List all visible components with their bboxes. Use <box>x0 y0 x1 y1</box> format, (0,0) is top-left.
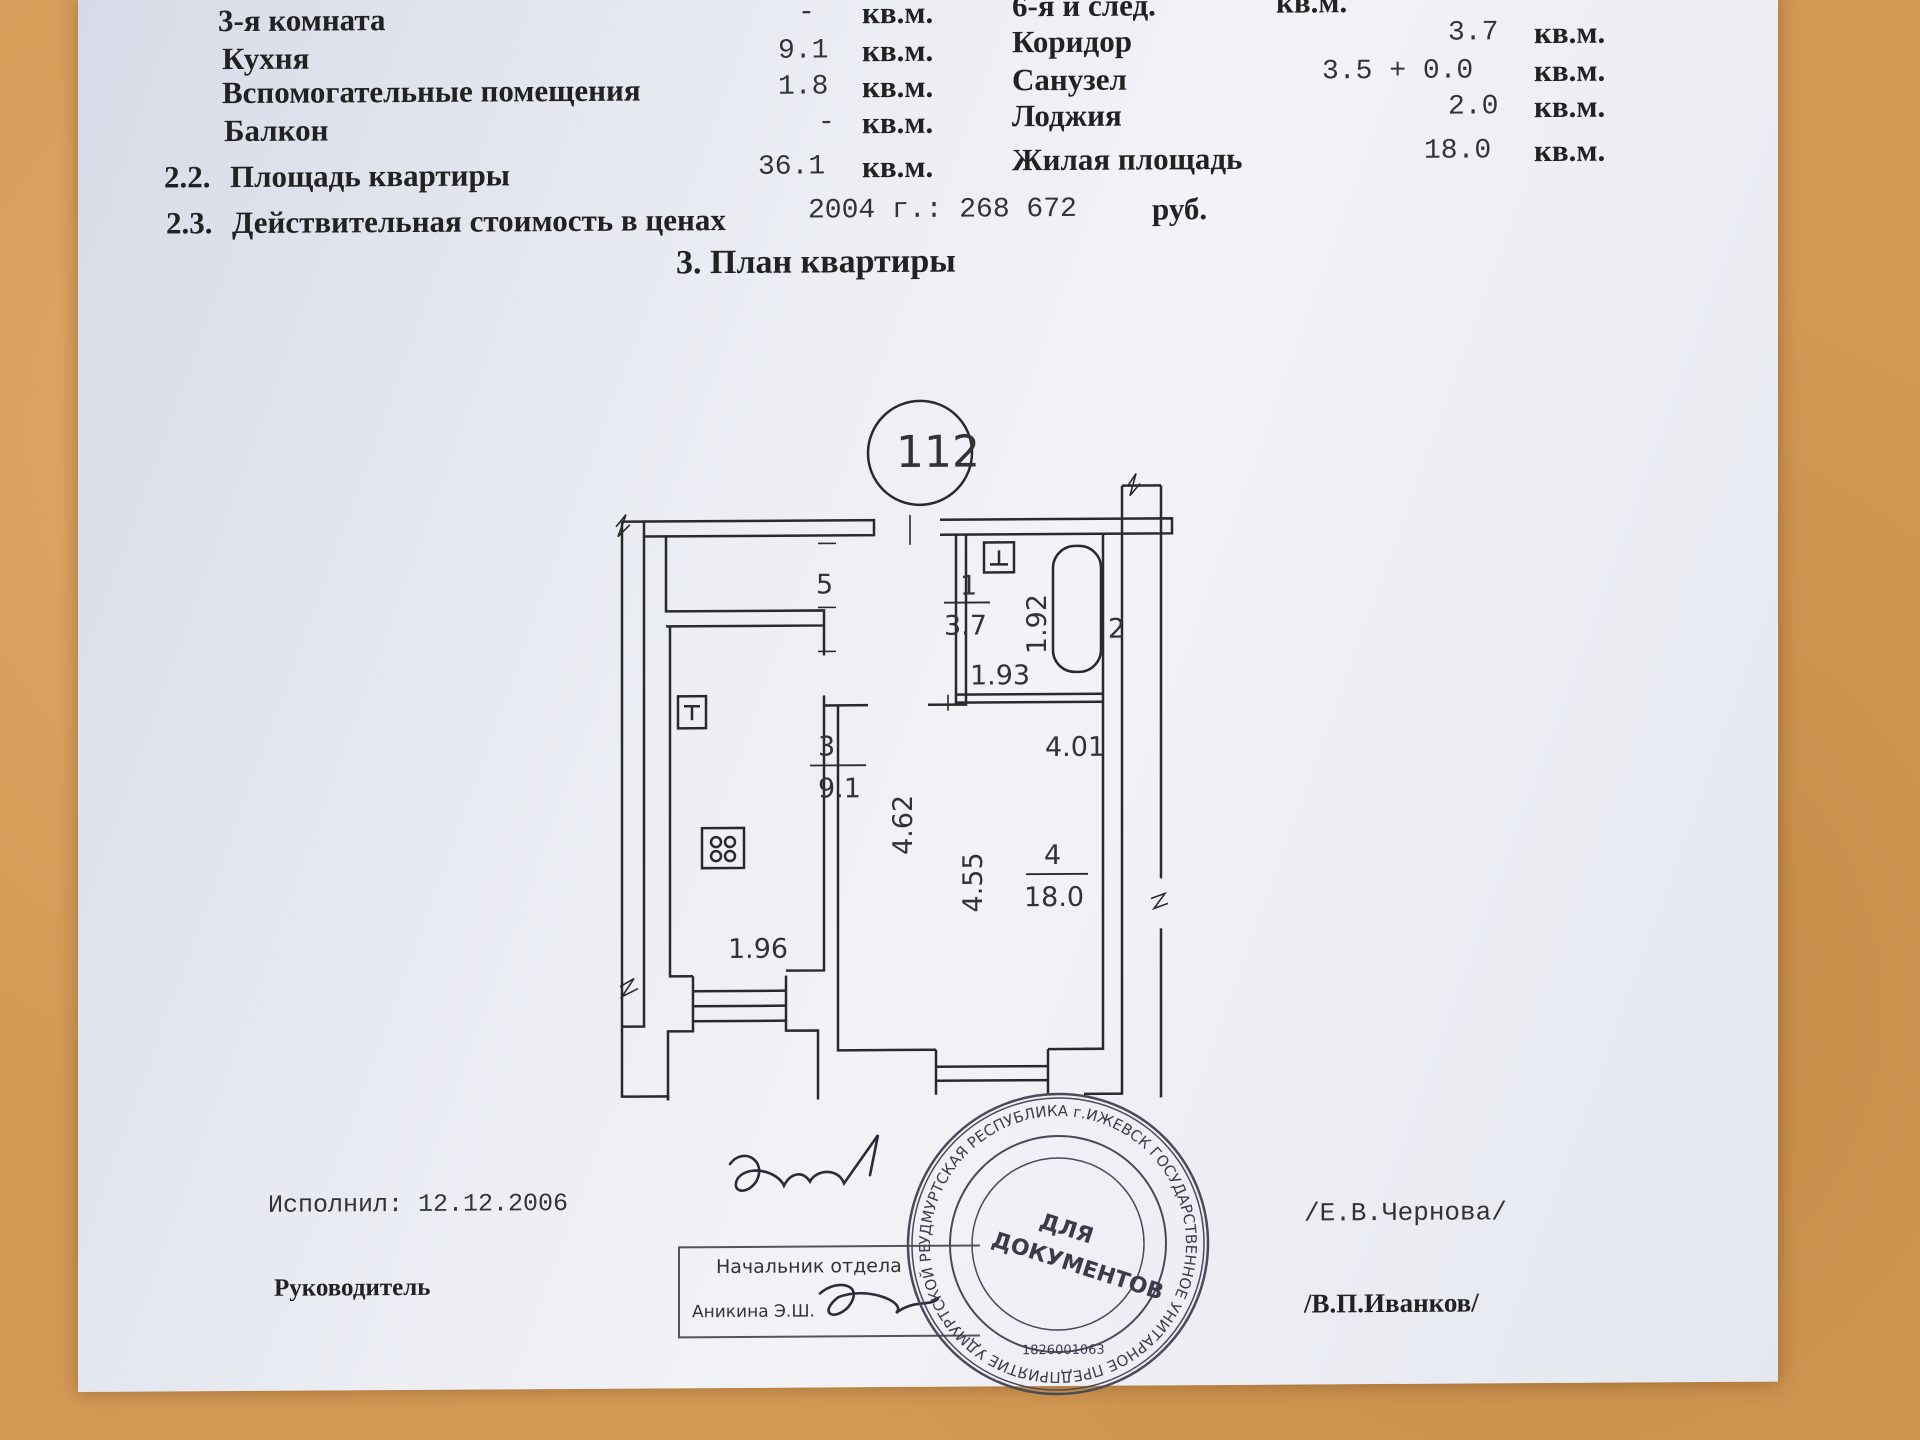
kitchen-sink-icon <box>676 694 708 730</box>
floor-plan: 112 1 3.7 2 3 9.1 4 18.0 5 1.92 1.93 4.0… <box>615 399 1174 1101</box>
round-seal-number: 1826001063 <box>1022 1343 1105 1359</box>
dimension-4-01: 4.01 <box>1045 732 1105 763</box>
room-4-number: 4 <box>1044 840 1061 871</box>
executor-signature <box>728 1134 880 1192</box>
apartment-number-circle <box>866 399 974 507</box>
dimension-1-93: 1.93 <box>970 660 1030 691</box>
document-sheet: 3-я комната - кв.м. Кухня 9.1 кв.м. Вспо… <box>78 0 1778 1396</box>
bathtub-icon <box>1051 544 1103 674</box>
room-3-area: 9.1 <box>818 773 861 804</box>
living-room-walls <box>836 970 936 1052</box>
apartment-number: 112 <box>896 426 980 478</box>
dimension-1-92: 1.92 <box>1022 594 1053 654</box>
room-1-area: 3.7 <box>944 610 987 641</box>
sink-icon <box>982 541 1016 574</box>
dimension-4-62: 4.62 <box>888 795 919 855</box>
room-1-number: 1 <box>960 571 977 602</box>
kitchen-walls <box>668 626 693 978</box>
room5-walls <box>664 536 826 628</box>
room-2-number: 2 <box>1108 614 1125 645</box>
bathroom-wall <box>954 534 968 706</box>
dimension-4-55: 4.55 <box>958 852 989 912</box>
stove-icon <box>700 826 746 870</box>
room-3-number: 3 <box>818 731 835 762</box>
signatures <box>728 1134 940 1316</box>
head-signature <box>818 1283 940 1316</box>
room-5-number: 5 <box>816 569 833 600</box>
round-seal: УДМУРТСКАЯ РЕСПУБЛИКА г.ИЖЕВСК ГОСУДАРСТ… <box>898 1083 1210 1396</box>
room-4-area: 18.0 <box>1024 882 1084 913</box>
dimension-1-96: 1.96 <box>728 934 788 965</box>
